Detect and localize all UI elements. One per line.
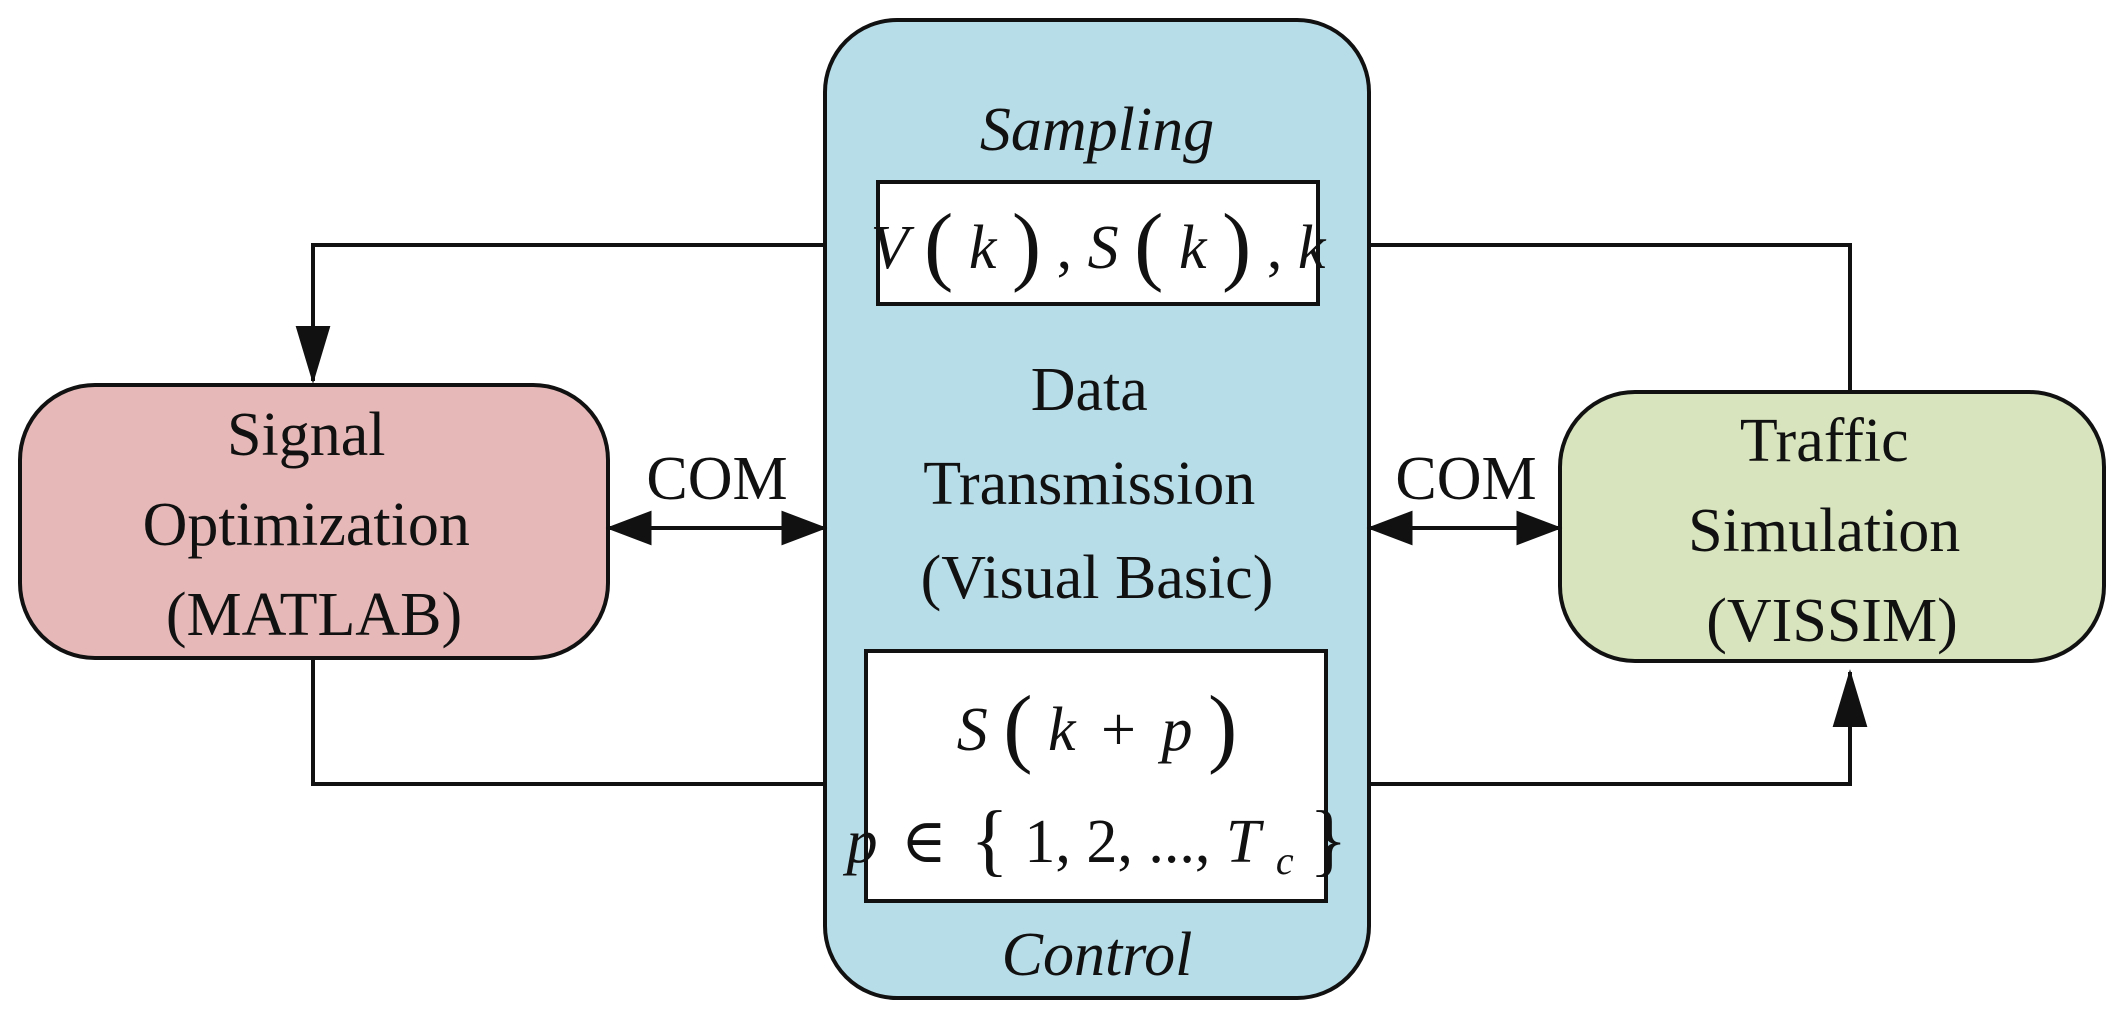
traffic-simulation-label: Traffic Simulation (VISSIM) <box>1688 407 1976 655</box>
title-line-1: Data <box>1031 356 1148 424</box>
formula-paren-open: ( <box>924 197 953 294</box>
traffic-simulation-to-sampling-line <box>1318 243 1852 392</box>
signal-optimization-to-control-line <box>311 658 866 786</box>
formula-paren-close: ) <box>1208 679 1237 776</box>
formula-t: T <box>1226 808 1265 876</box>
formula-brace-open: { <box>970 796 1008 884</box>
data-transmission-title: Data Transmission (Visual Basic) <box>921 356 1274 612</box>
formula-k: k <box>1179 214 1208 282</box>
formula-v: V <box>871 214 915 282</box>
formula-k: k <box>969 214 998 282</box>
formula-paren-open: ( <box>1134 197 1163 294</box>
formula-plus: + <box>1101 696 1136 764</box>
formula-s: S <box>1088 214 1119 282</box>
formula-k: k <box>1298 214 1327 282</box>
left-com-label: COM <box>646 445 787 513</box>
sampling-formula: V ( k ) , S ( k ) , k <box>871 197 1327 294</box>
signal-line-3: (MATLAB) <box>166 581 462 649</box>
signal-line-2: Optimization <box>143 491 470 559</box>
formula-subscript-c: c <box>1276 838 1294 883</box>
traffic-line-3: (VISSIM) <box>1706 587 1957 655</box>
signal-line-1: Signal <box>227 401 385 469</box>
formula-comma: , <box>1057 214 1073 282</box>
formula-paren-close: ) <box>1222 197 1251 294</box>
formula-comma: , <box>1267 214 1283 282</box>
control-to-traffic-simulation-arrow <box>1326 669 1868 786</box>
formula-s: S <box>957 696 988 764</box>
control-formula-box <box>864 649 1328 903</box>
formula-paren-close: ) <box>1012 197 1041 294</box>
title-line-2: Transmission <box>923 450 1255 518</box>
formula-set-items: 1, 2, ..., <box>1024 808 1226 876</box>
sampling-formula-box <box>876 180 1320 306</box>
formula-paren-open: ( <box>1003 679 1032 776</box>
sampling-label: Sampling <box>980 96 1214 164</box>
formula-brace-close: } <box>1309 796 1347 884</box>
control-formula-line-2: p ∈ { 1, 2, ..., T c } <box>843 796 1348 888</box>
control-label: Control <box>1002 921 1193 989</box>
right-com-label: COM <box>1395 445 1536 513</box>
formula-k: k <box>1048 696 1077 764</box>
title-line-3: (Visual Basic) <box>921 544 1274 612</box>
traffic-line-2: Simulation <box>1688 497 1960 565</box>
formula-p: p <box>843 808 878 876</box>
formula-element-of: ∈ <box>901 808 947 876</box>
formula-p: p <box>1158 696 1193 764</box>
control-formula-line-1: S ( k + p ) <box>957 679 1238 776</box>
sampling-to-signal-optimization-arrow <box>295 243 878 384</box>
connectors <box>295 243 1868 786</box>
traffic-line-1: Traffic <box>1740 407 1909 475</box>
signal-optimization-label: Signal Optimization (MATLAB) <box>143 401 486 649</box>
